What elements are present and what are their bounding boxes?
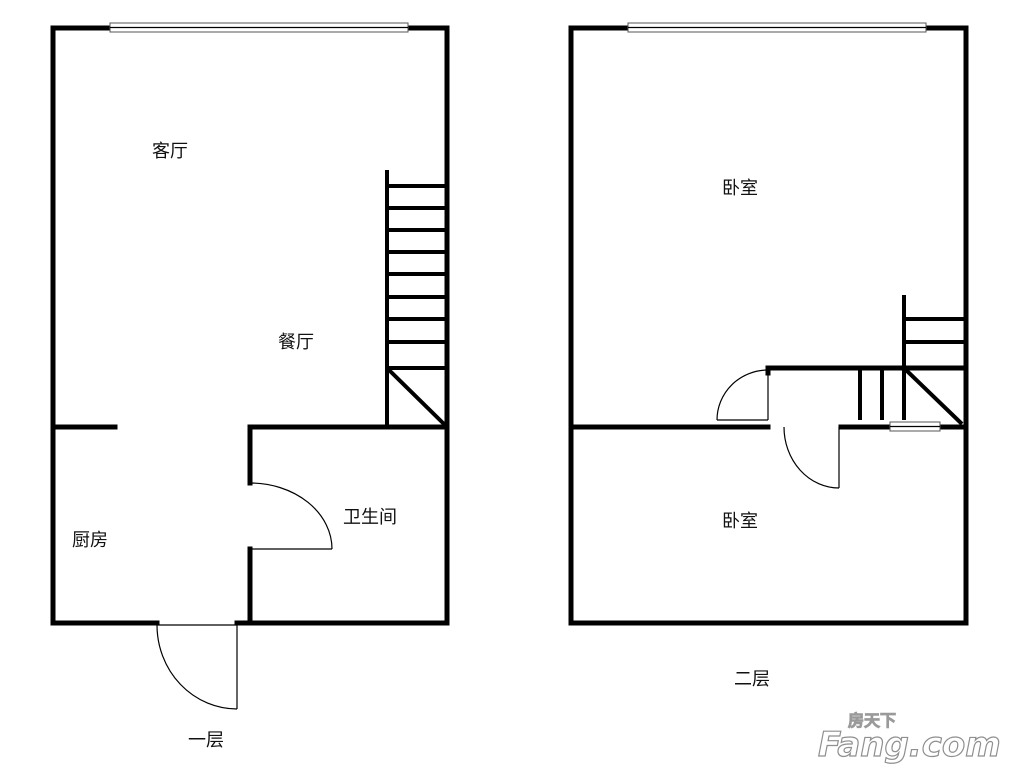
f2-door-upper [716, 369, 769, 421]
f2-window [627, 22, 927, 33]
kitchen-label: 厨房 [72, 530, 108, 551]
bedroom-top-label: 卧室 [722, 178, 758, 199]
floor-2-label: 二层 [734, 669, 770, 690]
bathroom-label: 卫生间 [343, 507, 397, 528]
floor-1: 客厅 餐厅 卫生间 厨房 一层 [50, 22, 450, 751]
floor-2: 卧室 卧室 二层 [568, 22, 969, 690]
floor-1-label: 一层 [188, 730, 224, 751]
watermark-cn: 房天下 [848, 711, 896, 730]
f2-staircase [858, 295, 966, 426]
dining-room-label: 餐厅 [278, 332, 314, 353]
f2-partition-window [889, 421, 941, 432]
f2-door-lower [783, 426, 840, 489]
f1-staircase [385, 170, 447, 427]
living-room-label: 客厅 [152, 141, 188, 162]
watermark: 房天下 Fang.com [817, 711, 1001, 766]
f1-entrance-door [156, 624, 238, 710]
f1-window [109, 22, 409, 33]
f1-bathroom-door [249, 482, 333, 550]
watermark-en: Fang.com [818, 725, 1001, 765]
bedroom-bottom-label: 卧室 [722, 511, 758, 532]
